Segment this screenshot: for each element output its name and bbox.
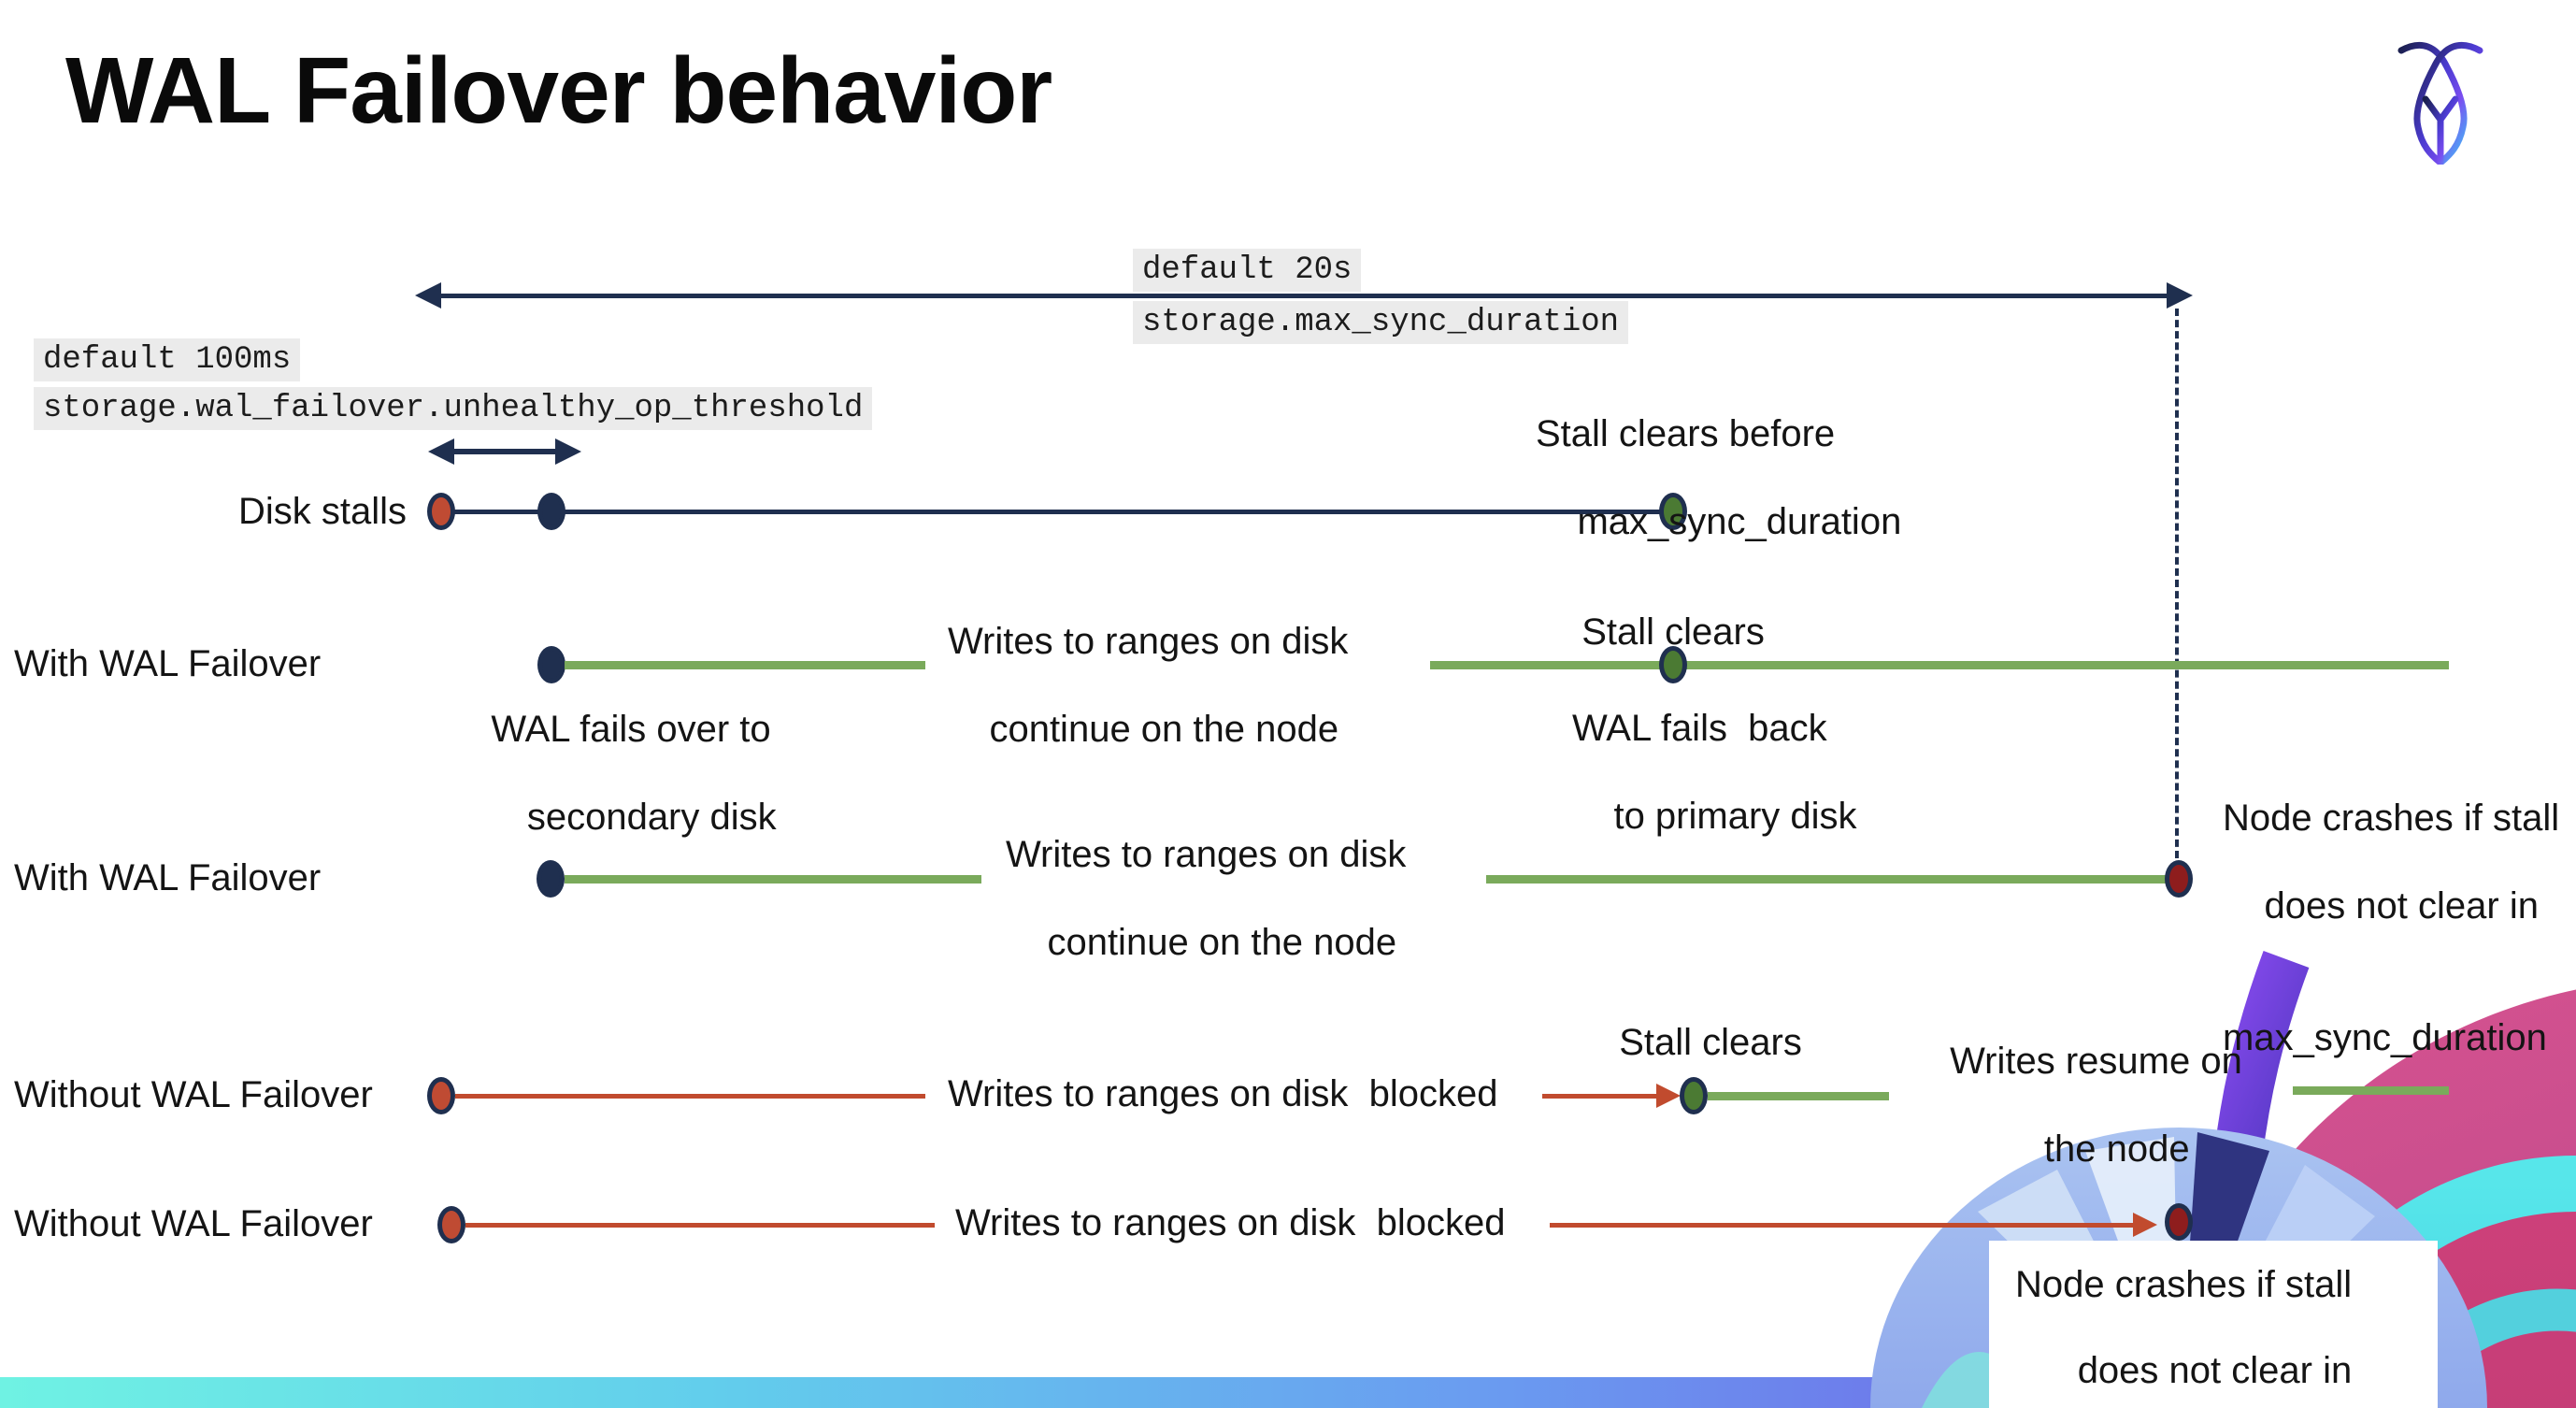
threshold-arrow-line <box>451 449 557 454</box>
writes-continue-line-2b <box>1486 875 2166 884</box>
wal-fails-back-text: WAL fails back to primary disk <box>1572 708 1857 837</box>
threshold-dot <box>537 493 565 530</box>
blocked-arrow-head-icon-2 <box>2133 1213 2157 1237</box>
cockroachdb-logo-icon <box>2397 41 2483 165</box>
writes-continue-text-2: Writes to ranges on disk continue on the… <box>1006 834 1407 963</box>
writes-blocked-line-1b <box>1542 1094 1664 1099</box>
writes-blocked-line-2a <box>465 1223 935 1228</box>
stall-clears-before-text: Stall clears before max_sync_duration <box>1536 413 1902 542</box>
failback-dot <box>1659 646 1687 683</box>
node-crash-callout-box: Node crashes if stall does not clear in … <box>1989 1241 2438 1408</box>
stall-clears-dot <box>1659 493 1687 530</box>
blocked-start-dot-2 <box>437 1206 465 1243</box>
blocked-start-dot-1 <box>427 1077 455 1114</box>
max-sync-default-label: default 20s <box>1133 249 1362 292</box>
failover-dot-2 <box>537 860 565 898</box>
stall-clears-dot-2 <box>1680 1077 1708 1114</box>
disk-stalls-timeline <box>441 510 1673 514</box>
node-crash-dot-2 <box>2165 1203 2193 1241</box>
stall-clears-text-2: Stall clears <box>1619 1022 1802 1063</box>
stall-clears-text-1: Stall clears <box>1581 611 1765 653</box>
threshold-default-label: default 100ms <box>34 338 301 381</box>
writes-continue-line-1a <box>565 661 925 669</box>
writes-continue-line-1b <box>1430 661 2449 669</box>
row-label-without-wal-failover-2: Without WAL Failover <box>14 1203 373 1244</box>
max-sync-duration-arrow-line <box>439 294 2167 298</box>
page-title: WAL Failover behavior <box>65 38 1052 143</box>
writes-continue-line-2a <box>565 875 981 884</box>
row-label-with-wal-failover-1: With WAL Failover <box>14 643 322 684</box>
node-crash-dot-1 <box>2165 860 2193 898</box>
threshold-arrow-right-icon <box>555 438 581 465</box>
stall-start-dot <box>427 493 455 530</box>
failover-dot-1 <box>537 646 565 683</box>
writes-resume-line-b <box>2293 1086 2449 1095</box>
threshold-arrow-left-icon <box>428 438 454 465</box>
blocked-arrow-head-icon-1 <box>1656 1084 1681 1108</box>
wal-fails-over-text: WAL fails over to secondary disk <box>491 709 777 838</box>
arrow-head-left-icon <box>415 282 441 309</box>
node-crash-text-1: Node crashes if stall does not clear in … <box>2223 797 2560 1058</box>
threshold-setting-label: storage.wal_failover.unhealthy_op_thresh… <box>34 387 873 430</box>
writes-continue-text-1: Writes to ranges on disk continue on the… <box>948 621 1349 750</box>
max-sync-setting-label: storage.max_sync_duration <box>1133 301 1629 344</box>
writes-blocked-text-1: Writes to ranges on disk blocked <box>948 1073 1498 1114</box>
row-label-disk-stalls: Disk stalls <box>237 491 407 532</box>
node-crash-text-2: Node crashes if stall does not clear in … <box>2015 1264 2353 1391</box>
writes-blocked-line-2b <box>1550 1223 2139 1228</box>
writes-blocked-line-1a <box>455 1094 925 1099</box>
row-label-with-wal-failover-2: With WAL Failover <box>14 857 322 898</box>
deadline-dashed-line <box>2175 309 2179 858</box>
writes-blocked-text-2: Writes to ranges on disk blocked <box>955 1202 1506 1243</box>
arrow-head-right-icon <box>2167 282 2193 309</box>
writes-resume-line-a <box>1708 1092 1889 1100</box>
writes-resume-text: Writes resume on the node <box>1950 1041 2242 1170</box>
row-label-without-wal-failover-1: Without WAL Failover <box>14 1074 373 1115</box>
